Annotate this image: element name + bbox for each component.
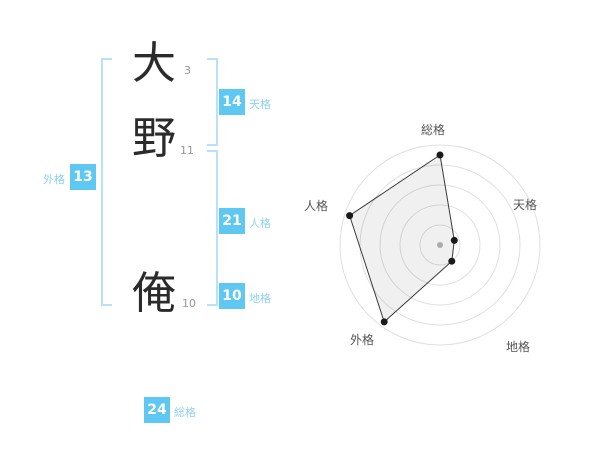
gaikaku-label: 外格 (43, 173, 65, 186)
name-char-1: 大 (132, 38, 176, 89)
name-char-2: 野 (132, 113, 176, 164)
radar-center-dot (437, 242, 443, 248)
radar-axis-label-soukaku: 総格 (421, 123, 446, 137)
radar-ring (419, 224, 461, 266)
radar-axis-label-gaikaku: 外格 (350, 333, 375, 347)
radar-axis-label-jinkaku: 人格 (304, 199, 329, 213)
radar-vertex-dot (448, 257, 456, 265)
tenkaku-value-box: 14 (219, 89, 245, 115)
radar-vertex-dot (380, 318, 388, 326)
tenkaku-label: 天格 (249, 98, 271, 111)
stroke-count-2: 11 (180, 144, 194, 157)
radar-vertex-dot (346, 212, 354, 220)
radar-ring (339, 144, 541, 346)
tenkaku-bracket (207, 58, 218, 146)
radar-ring (359, 164, 521, 326)
chikaku-label: 地格 (249, 292, 271, 305)
gaikaku-value-box: 13 (70, 164, 96, 190)
jinkaku-value-box: 21 (219, 208, 245, 234)
radar-vertex-dot (436, 151, 444, 159)
radar-vertex-dot (450, 236, 458, 244)
radar-polygon (349, 154, 455, 323)
stroke-count-1: 3 (184, 64, 191, 77)
radar-chart-svg (339, 144, 541, 346)
radar-axis-label-chikaku: 地格 (506, 340, 531, 354)
jinkaku-chikaku-bracket (207, 150, 218, 306)
radar-ring (399, 204, 481, 286)
stroke-count-3: 10 (182, 297, 196, 310)
chikaku-value-box: 10 (219, 283, 245, 309)
radar-axis-label-tenkaku: 天格 (513, 198, 538, 212)
name-char-3: 俺 (132, 268, 176, 319)
radar-ring (379, 184, 501, 306)
soukaku-label: 総格 (174, 406, 196, 419)
soukaku-value-box: 24 (144, 397, 170, 423)
jinkaku-label: 人格 (249, 217, 271, 230)
radar-chart (320, 125, 560, 365)
gaikaku-bracket (101, 58, 112, 306)
